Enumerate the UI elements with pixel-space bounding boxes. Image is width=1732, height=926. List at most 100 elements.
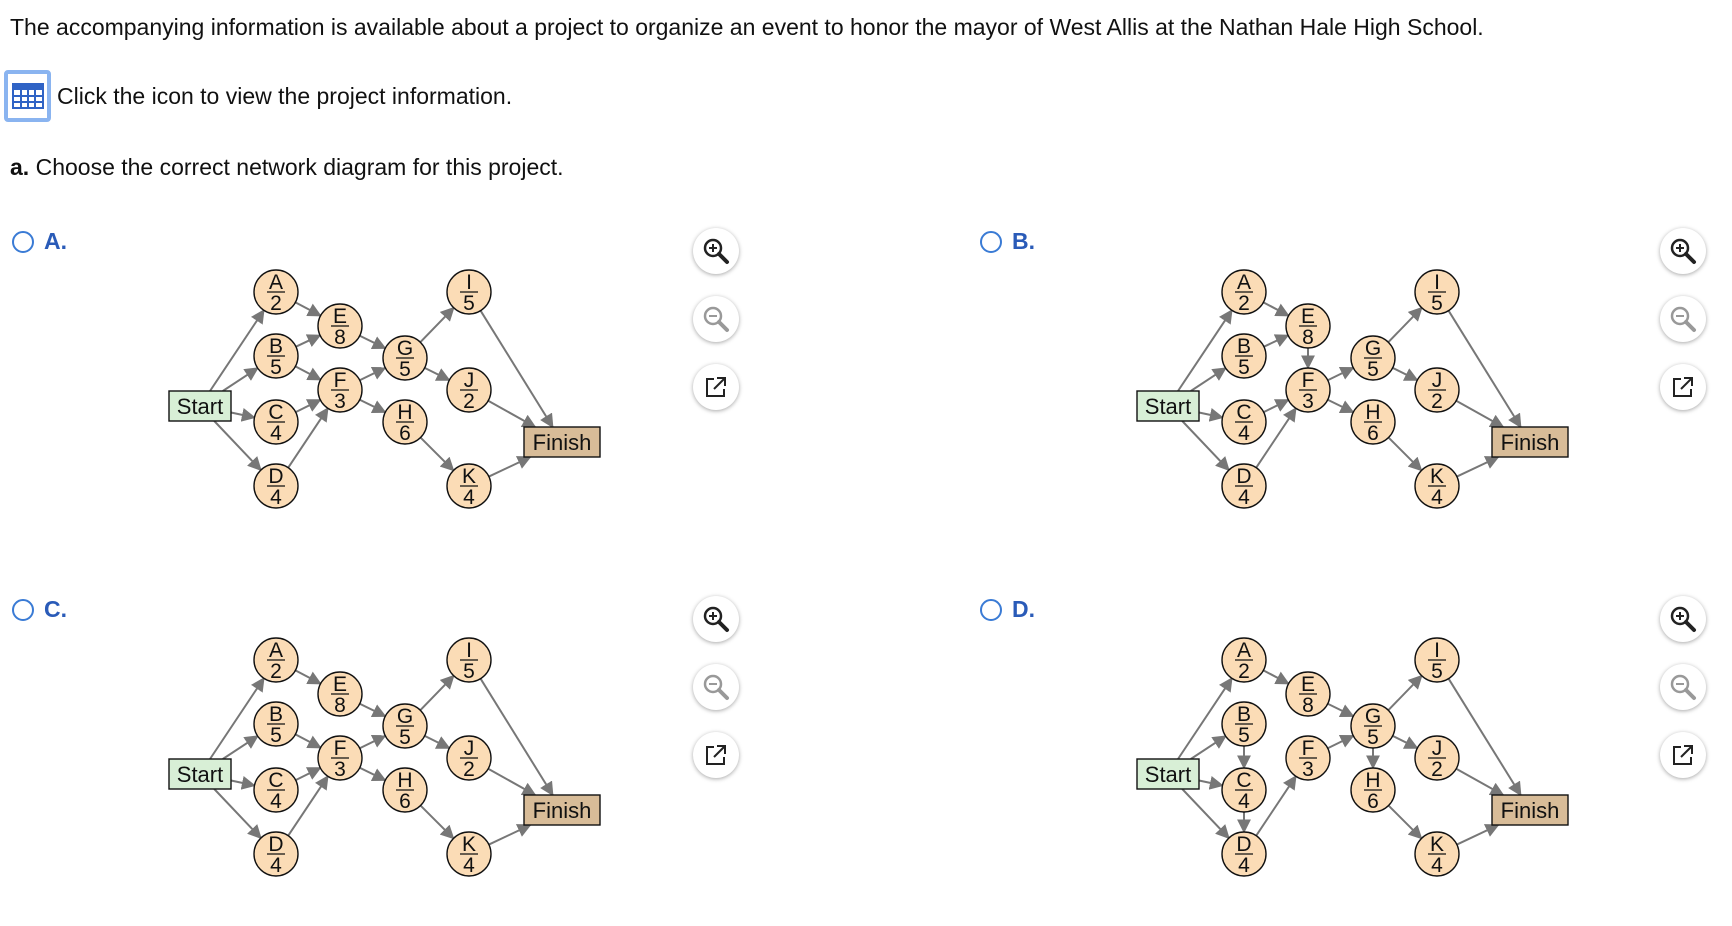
activity-node-d: D4 [253,463,299,509]
edge-g-j [1392,366,1419,382]
svg-text:3: 3 [1302,390,1314,413]
svg-text:8: 8 [334,326,346,349]
option-c-radio[interactable] [12,598,34,621]
edge-j-finish [487,767,537,796]
option-c-zoom-in-button[interactable] [693,596,739,642]
finish-node: Finish [523,426,601,458]
zoom-in-icon [703,606,729,632]
option-b-zoom-out-button[interactable] [1660,296,1706,342]
edge-a-e [1262,669,1290,685]
option-b-zoom-in-button[interactable] [1660,228,1706,274]
option-c-zoom-out-button[interactable] [693,664,739,710]
svg-text:8: 8 [334,694,346,717]
edge-h-k [1387,804,1423,840]
svg-text:2: 2 [1238,292,1250,315]
edge-start-d [1181,788,1230,840]
activity-node-i: I5 [446,637,492,683]
edge-k-finish [1456,456,1500,478]
activity-node-e: E8 [317,303,363,349]
edge-start-c [230,776,256,790]
activity-node-f: F3 [1285,367,1331,413]
svg-text:C: C [268,769,283,792]
edge-e-g [359,702,387,718]
edge-d-f [1255,775,1297,837]
activity-node-j: J2 [1414,735,1460,781]
option-a-popout-button[interactable] [693,364,739,410]
edge-c-f [295,766,322,782]
svg-text:H: H [397,401,412,424]
svg-text:4: 4 [270,486,282,509]
project-info-row: Click the icon to view the project infor… [4,70,512,122]
option-d-popout-button[interactable] [1660,732,1706,778]
edge-b-f [294,365,322,381]
option-a-selector[interactable]: A. [12,228,67,255]
svg-text:2: 2 [270,660,282,683]
svg-text:A: A [1237,271,1251,294]
edge-g-i [1387,306,1423,343]
svg-text:4: 4 [1431,854,1443,877]
zoom-in-icon [1670,238,1696,264]
option-b-popout-button[interactable] [1660,364,1706,410]
edge-start-d [1181,420,1230,472]
option-d-radio[interactable] [980,598,1002,621]
edge-start-c [1198,776,1224,790]
svg-text:4: 4 [1238,854,1250,877]
svg-text:B: B [1237,703,1251,726]
question-label: a. [10,154,30,180]
option-c-popout-button[interactable] [693,732,739,778]
edge-d-f [1255,407,1297,469]
project-info-button[interactable] [4,70,51,122]
svg-text:D: D [268,833,283,856]
activity-node-h: H6 [382,767,428,813]
edge-start-a [209,309,265,392]
edge-a-e [294,301,322,317]
svg-text:I: I [466,639,472,662]
project-info-link[interactable]: Click the icon to view the project infor… [57,82,513,109]
activity-node-k: K4 [446,463,492,509]
edge-g-j [1392,734,1419,750]
svg-text:5: 5 [463,292,475,315]
svg-text:D: D [1236,833,1251,856]
svg-text:G: G [397,705,413,728]
svg-text:2: 2 [1431,390,1443,413]
option-b-selector[interactable]: B. [980,228,1035,255]
activity-node-f: F3 [317,735,363,781]
option-b-radio[interactable] [980,230,1002,253]
option-d-zoom-out-button[interactable] [1660,664,1706,710]
edge-f-g [1327,734,1355,750]
edge-k-finish [488,824,532,846]
svg-text:Start: Start [177,762,223,787]
edge-k-finish [488,456,532,478]
activity-node-k: K4 [446,831,492,877]
edge-f-g [359,366,387,382]
svg-text:J: J [1432,737,1443,760]
edge-k-finish [1456,824,1500,846]
svg-text:4: 4 [270,854,282,877]
edge-start-a [1177,677,1233,760]
option-d-selector[interactable]: D. [980,596,1035,623]
option-a-zoom-in-button[interactable] [693,228,739,274]
edge-g-i [419,306,455,343]
option-a-radio[interactable] [12,230,34,253]
svg-text:A: A [269,639,283,662]
zoom-out-icon [1670,306,1696,332]
option-c-selector[interactable]: C. [12,596,67,623]
svg-text:E: E [1301,673,1315,696]
svg-text:E: E [1301,305,1315,328]
zoom-out-icon [1670,674,1696,700]
edge-start-b [222,367,259,392]
option-d-zoom-in-button[interactable] [1660,596,1706,642]
option-c-letter: C. [44,596,67,622]
svg-text:4: 4 [1238,486,1250,509]
svg-text:J: J [1432,369,1443,392]
svg-text:F: F [1302,369,1315,392]
option-a-zoom-out-button[interactable] [693,296,739,342]
